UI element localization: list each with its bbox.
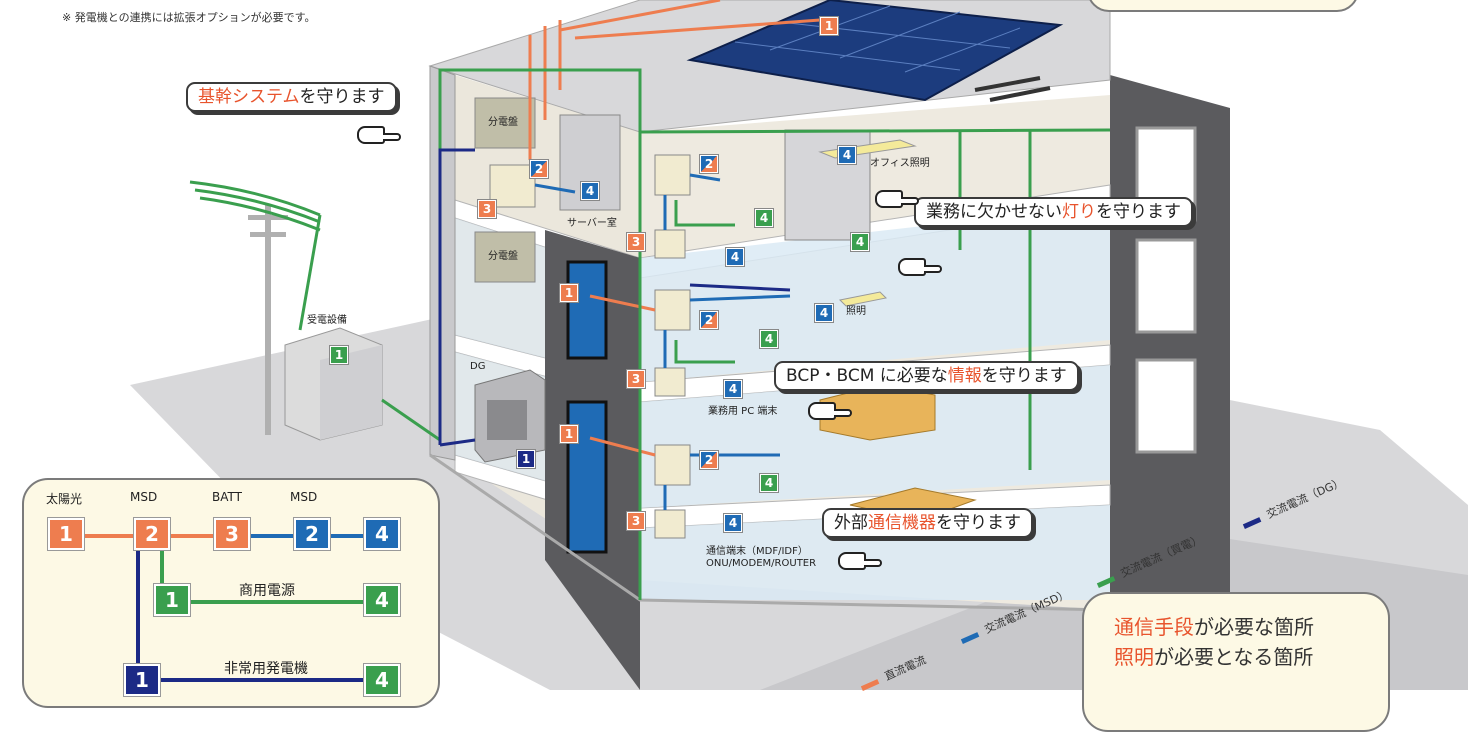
callout-tsushin-rest: を守ります — [936, 513, 1021, 533]
label-dg: DG — [470, 361, 486, 372]
legend-head-msd: MSD — [130, 490, 158, 504]
badge-juden: 1 — [329, 345, 349, 365]
window-3f — [1135, 238, 1197, 334]
info-line-light-highlight: 照明 — [1114, 645, 1154, 669]
info-box-bottom: 通信手段が必要な箇所 照明が必要となる箇所 — [1082, 592, 1390, 732]
legend-badge-dg-load: 4 — [363, 663, 401, 697]
legend-head-solar: 太陽光 — [46, 492, 83, 506]
badge-pc: 4 — [723, 379, 743, 399]
label-comm-devices: ONU/MODEM/ROUTER — [706, 558, 817, 569]
solar-panel — [686, 0, 1064, 102]
badge-batt-3f: 3 — [626, 369, 646, 389]
legend-badge-dg: 1 — [123, 663, 161, 697]
current-swatch-ac-dg — [1242, 516, 1262, 529]
legend-badge-msd-2: 2 — [293, 517, 331, 551]
callout-kikan-highlight: 基幹システム — [198, 87, 300, 107]
badge-solar-2f: 1 — [559, 424, 579, 444]
panel-board-3f — [474, 231, 536, 283]
legend-head-msd-2: MSD — [290, 490, 318, 504]
callout-akari-rest: を守ります — [1096, 202, 1181, 222]
legend-badge-grid-load: 4 — [363, 583, 401, 617]
badge-batt-2f: 3 — [626, 511, 646, 531]
badge-batt-4f: 3 — [477, 199, 497, 219]
current-swatch-dc — [860, 678, 880, 691]
badge-grid-3f: 4 — [759, 329, 779, 349]
info-line-comm: 通信手段が必要な箇所 — [1114, 612, 1388, 642]
callout-joho-pre: BCP・BCM に必要な — [786, 366, 948, 386]
window-2f — [1135, 358, 1197, 454]
pointing-hand-icon — [808, 402, 852, 420]
label-bunden-4f: 分電盤 — [488, 117, 518, 128]
badge-grid-2f: 4 — [759, 473, 779, 493]
legend-badge-load: 4 — [363, 517, 401, 551]
callout-kikan-rest: を守ります — [299, 87, 385, 107]
ceiling-light — [838, 291, 888, 307]
info-line-light-rest: が必要となる箇所 — [1154, 645, 1314, 669]
badge-batt-4f-right: 3 — [626, 232, 646, 252]
badge-office-light: 4 — [837, 145, 857, 165]
label-juden: 受電設備 — [307, 315, 347, 326]
label-shomei: 照明 — [846, 306, 866, 317]
label-bunden-3f: 分電盤 — [488, 251, 518, 262]
badge-solar: 1 — [819, 16, 839, 36]
label-pc-terminal: 業務用 PC 端末 — [708, 406, 778, 417]
badge-server: 4 — [580, 181, 600, 201]
legend-head-batt: BATT — [212, 490, 242, 504]
label-comm-terminal: 通信端末（MDF/IDF） — [706, 546, 808, 557]
callout-joho-rest: を守ります — [981, 366, 1067, 386]
badge-dg: 1 — [516, 449, 536, 469]
window-panel-3f — [566, 260, 608, 360]
legend-badge-batt: 3 — [213, 517, 251, 551]
label-office-light: オフィス照明 — [870, 158, 930, 169]
pointing-hand-icon — [875, 190, 919, 208]
footnote-text: ※ 発電機との連携には拡張オプションが必要です。 — [62, 11, 316, 24]
badge-msd-2f: 2 — [699, 450, 719, 470]
utility-pole — [265, 205, 271, 435]
pointing-hand-icon — [898, 258, 942, 276]
badge-shomei: 4 — [814, 303, 834, 323]
pointing-hand-icon — [357, 126, 401, 144]
callout-akari-highlight: 灯り — [1062, 202, 1096, 222]
badge-msd-4f-right: 2 — [699, 154, 719, 174]
panel-board-4f — [474, 97, 536, 149]
legend-badge-msd: 2 — [133, 517, 171, 551]
callout-joho-highlight: 情報 — [947, 366, 982, 386]
badge-solar-3f: 1 — [559, 283, 579, 303]
callout-joho: BCP・BCM に必要な情報を守ります — [774, 361, 1079, 391]
badge-comm: 4 — [723, 513, 743, 533]
badge-msd-4f: 2 — [529, 159, 549, 179]
legend-label-grid: 商用電源 — [239, 583, 295, 599]
legend-badge-solar: 1 — [47, 517, 85, 551]
flow-legend-box: 太陽光 MSD BATT MSD 1 2 3 2 4 1 商用電源 4 1 非常… — [22, 478, 440, 708]
pointing-hand-icon — [838, 552, 882, 570]
badge-msd-3f: 2 — [699, 310, 719, 330]
callout-akari: 業務に欠かせない灯りを守ります — [914, 197, 1193, 227]
callout-tsushin-highlight: 通信機器 — [868, 513, 936, 533]
info-line-comm-highlight: 通信手段 — [1114, 615, 1194, 639]
callout-tsushin-pre: 外部 — [834, 513, 868, 533]
callout-akari-pre: 業務に欠かせない — [926, 202, 1062, 222]
badge-grid-4f-a: 4 — [754, 208, 774, 228]
callout-kikan-system: 基幹システムを守ります — [186, 82, 397, 112]
legend-label-dg: 非常用発電機 — [224, 661, 308, 677]
callout-tsushin: 外部通信機器を守ります — [822, 508, 1033, 538]
label-server-room: サーバー室 — [567, 218, 617, 229]
info-line-light: 照明が必要となる箇所 — [1114, 642, 1388, 672]
info-line-comm-rest: が必要な箇所 — [1194, 615, 1314, 639]
badge-pc-4f: 4 — [725, 247, 745, 267]
info-box-top — [1087, 0, 1359, 12]
current-swatch-ac-grid — [1096, 575, 1116, 588]
current-swatch-ac-msd — [960, 631, 980, 644]
legend-badge-grid: 1 — [153, 583, 191, 617]
badge-grid-4f-b: 4 — [850, 232, 870, 252]
